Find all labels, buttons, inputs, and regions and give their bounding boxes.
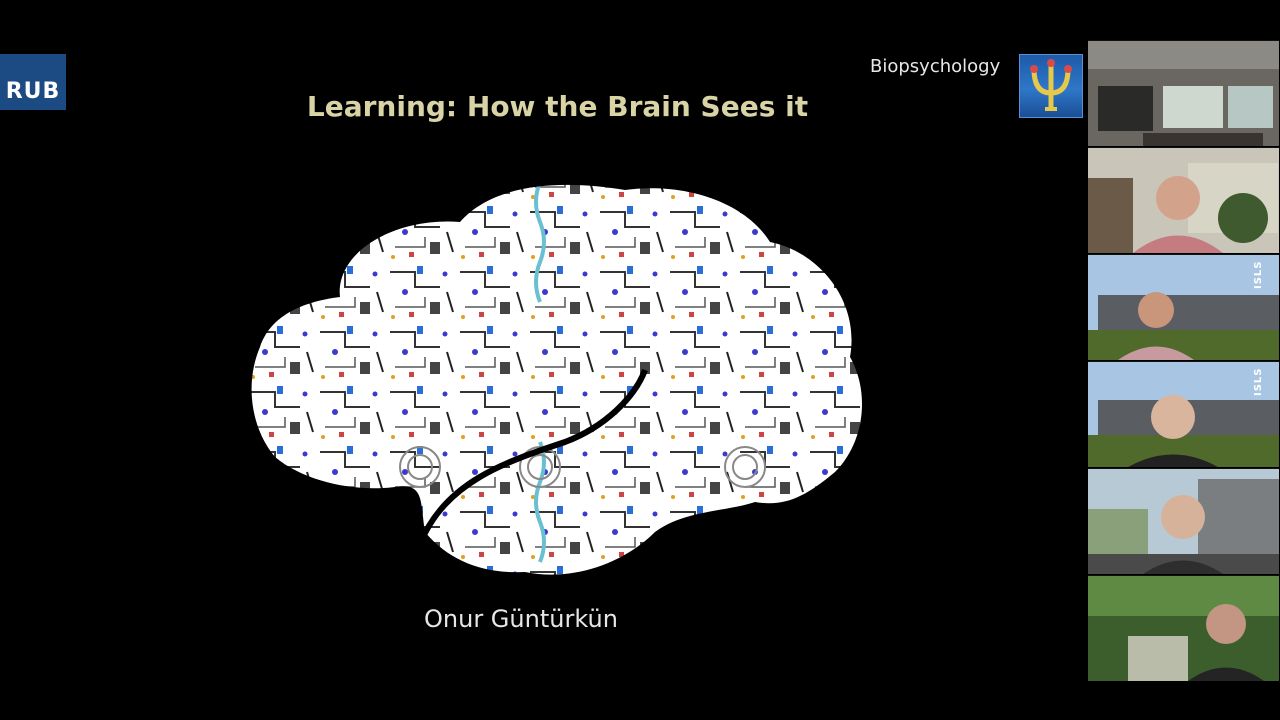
isls-badge: ISLS <box>1253 367 1264 397</box>
participant-tile-woman-campus[interactable]: ISLS <box>1088 254 1279 360</box>
brain-circuit-illustration <box>245 142 875 582</box>
participant-tile-man-map[interactable] <box>1088 147 1279 253</box>
participant-tile-woman-headset[interactable]: ISLS <box>1088 361 1279 467</box>
participant-tile-woman-park[interactable] <box>1088 575 1279 681</box>
slide-title: Learning: How the Brain Sees it <box>306 90 809 123</box>
psi-logo-icon <box>1019 54 1083 118</box>
department-label: Biopsychology <box>870 56 1001 77</box>
participant-tile-man-building[interactable] <box>1088 468 1279 574</box>
speaker-name: Onur Güntürkün <box>424 605 618 633</box>
participant-tile-office[interactable] <box>1088 40 1279 146</box>
isls-badge: ISLS <box>1253 260 1264 290</box>
participant-panel: ISLS ISLS <box>1088 40 1280 681</box>
presentation-slide: RUB Biopsychology Learning: How the Brai… <box>0 40 1086 680</box>
rub-logo: RUB <box>0 54 66 110</box>
